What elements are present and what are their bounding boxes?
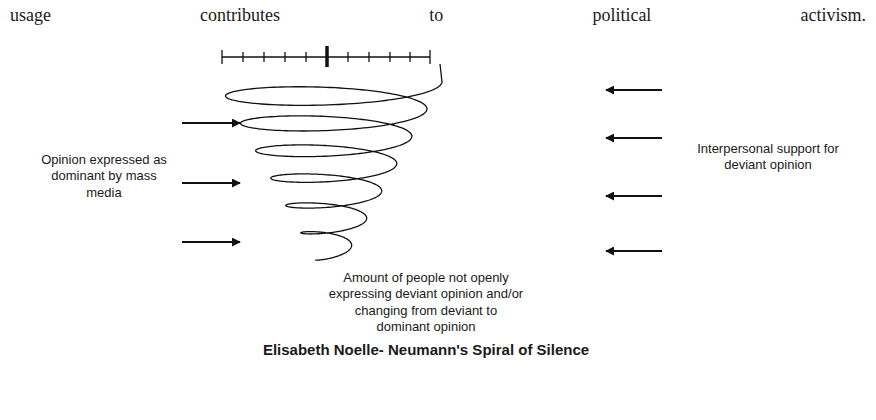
diagram-caption: Elisabeth Noelle- Neumann's Spiral of Si… bbox=[263, 341, 589, 360]
side-label: Opinion expressed as dominant by mass me… bbox=[40, 152, 168, 201]
bottom-label: Amount of people not openly expressing d… bbox=[328, 270, 524, 335]
support-arrows bbox=[606, 90, 662, 251]
spiral bbox=[226, 64, 442, 260]
opinion-scale bbox=[222, 46, 430, 67]
body-text-fragment: usage contributes to political activism. bbox=[10, 4, 866, 27]
media-arrows bbox=[182, 123, 240, 242]
side-label: Interpersonal support for deviant opinio… bbox=[684, 141, 852, 174]
